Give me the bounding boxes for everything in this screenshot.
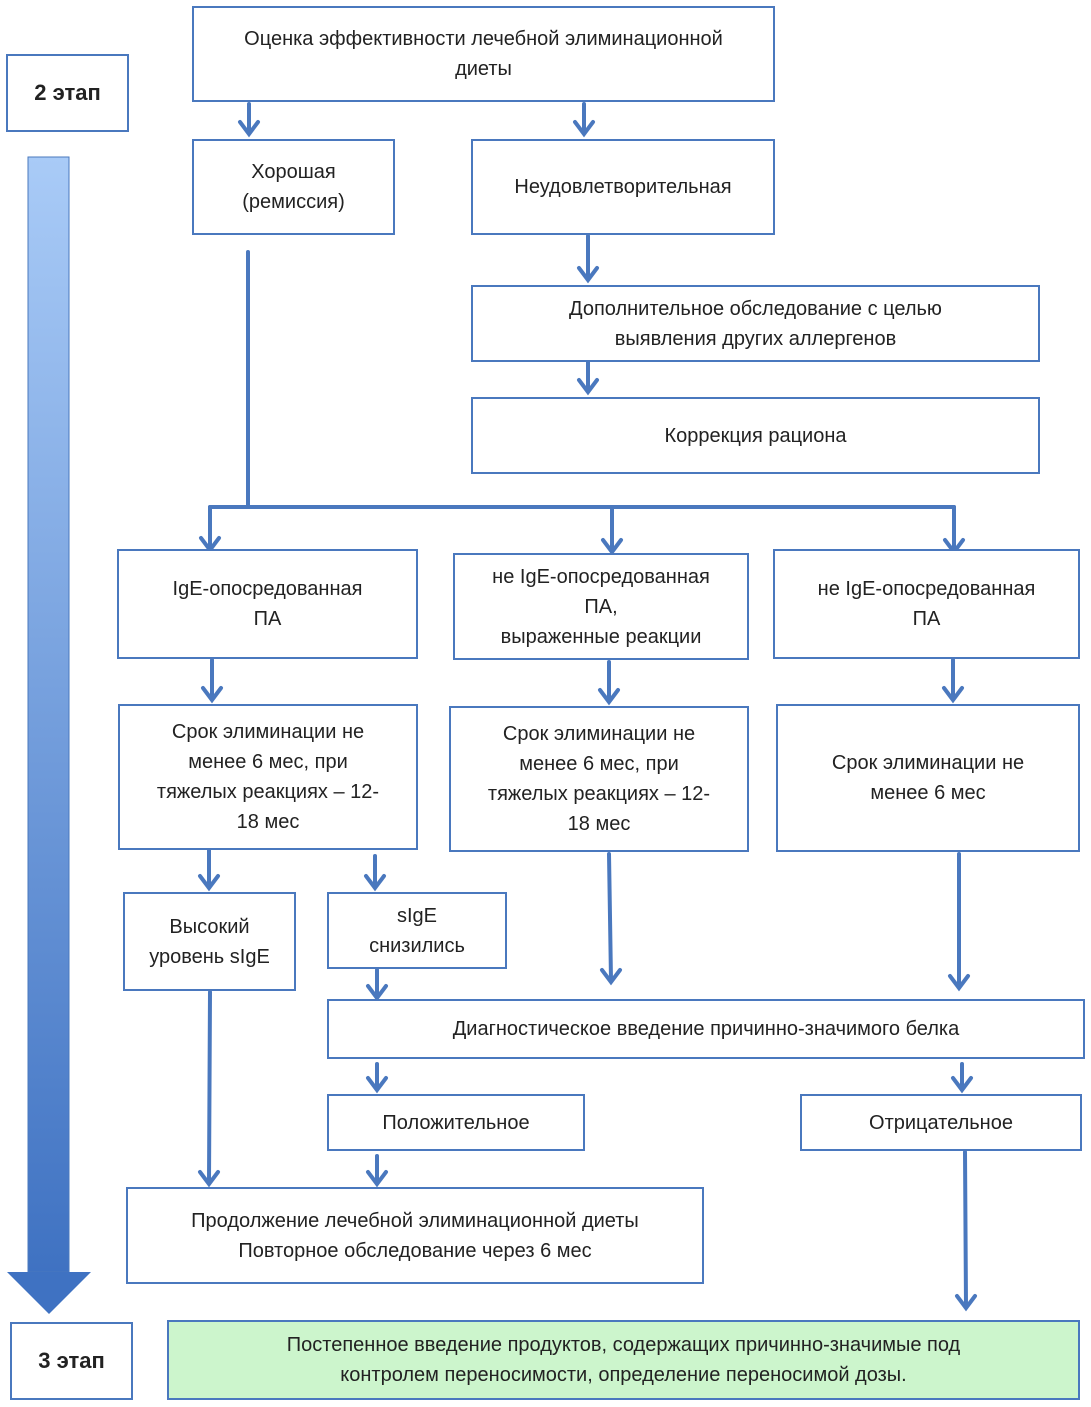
non-ige-severe-line-3: выраженные реакции — [500, 625, 702, 648]
continue-diet-line-1: Продолжение лечебной элиминационной диет… — [191, 1209, 639, 1232]
additional-exam-line-1: Дополнительное обследование с целью — [569, 297, 942, 320]
negative-line-1: Отрицательное — [869, 1111, 1013, 1134]
term-1-line-3: тяжелых реакциях – 12- — [156, 781, 380, 803]
stage-3-label: 3 этап — [10, 1322, 133, 1400]
term-2-line-1: Срок элиминации не — [502, 723, 696, 745]
non-ige-line-2: ПА — [912, 608, 941, 630]
unsatisfactory-line-1: Неудовлетворительная — [514, 176, 732, 198]
box-evaluation: Оценка эффективности лечебной элиминацио… — [192, 6, 775, 102]
non-ige-severe-line-1: не IgE-опосредованная — [492, 565, 710, 588]
timeline-arrow — [7, 156, 91, 1314]
diet-correction-line-1: Коррекция рациона — [664, 424, 847, 447]
term-2-line-2: менее 6 мес, при — [519, 753, 679, 775]
continue-diet-line-2: Повторное обследование через 6 мес — [238, 1239, 592, 1262]
additional-exam-line-2: выявления других аллергенов — [614, 327, 897, 350]
box-term-3: Срок элиминации не менее 6 мес — [776, 704, 1080, 852]
box-diagnostic-intro: Диагностическое введение причинно-значим… — [327, 999, 1085, 1059]
box-positive: Положительное — [327, 1094, 585, 1151]
term-2-line-3: тяжелых реакциях – 12- — [487, 783, 711, 805]
gradual-intro-line-2: контролем переносимости, определение пер… — [340, 1364, 907, 1386]
box-unsatisfactory: Неудовлетворительная — [471, 139, 775, 235]
term-1-line-4: 18 мес — [236, 811, 300, 833]
box-good-remission: Хорошая (ремиссия) — [192, 139, 395, 235]
high-sige-line-2: уровень sIgE — [149, 945, 270, 968]
box-continue-diet: Продолжение лечебной элиминационной диет… — [126, 1187, 704, 1284]
term-2-line-4: 18 мес — [567, 813, 631, 835]
box-sige-decreased: sIgE снизились — [327, 892, 507, 969]
box-negative: Отрицательное — [800, 1094, 1082, 1151]
term-1-line-2: менее 6 мес, при — [188, 751, 348, 773]
evaluation-line-1: Оценка эффективности лечебной элиминацио… — [244, 28, 723, 50]
ige-mediated-line-1: IgE-опосредованная — [172, 578, 363, 600]
ige-mediated-line-2: ПА — [253, 608, 282, 630]
diagnostic-intro-line-1: Диагностическое введение причинно-значим… — [452, 1018, 960, 1040]
term-3-line-1: Срок элиминации не — [831, 752, 1025, 774]
sige-decreased-line-1: sIgE — [396, 904, 437, 927]
box-term-1: Срок элиминации не менее 6 мес, при тяжелы… — [118, 704, 418, 850]
non-ige-severe-line-2: ПА, — [584, 595, 618, 618]
high-sige-line-1: Высокий — [169, 915, 250, 938]
non-ige-line-1: не IgE-опосредованная — [817, 578, 1036, 600]
good-line-2: (ремиссия) — [242, 191, 345, 213]
evaluation-line-2: диеты — [455, 58, 512, 80]
positive-line-1: Положительное — [382, 1111, 530, 1134]
term-1-line-1: Срок элиминации не — [171, 721, 365, 743]
box-gradual-introduction: Постепенное введение продуктов, содержащ… — [167, 1320, 1080, 1400]
box-high-sige: Высокий уровень sIgE — [123, 892, 296, 991]
good-line-1: Хорошая — [251, 161, 336, 183]
box-term-2: Срок элиминации не менее 6 мес, при тяжелы… — [449, 706, 749, 852]
box-diet-correction: Коррекция рациона — [471, 397, 1040, 474]
sige-decreased-line-2: снизились — [369, 934, 465, 957]
stage-2-label: 2 этап — [6, 54, 129, 132]
gradual-intro-line-1: Постепенное введение продуктов, содержащ… — [286, 1334, 961, 1356]
box-additional-exam: Дополнительное обследование с целью выявл… — [471, 285, 1040, 362]
term-3-line-2: менее 6 мес — [870, 782, 986, 804]
